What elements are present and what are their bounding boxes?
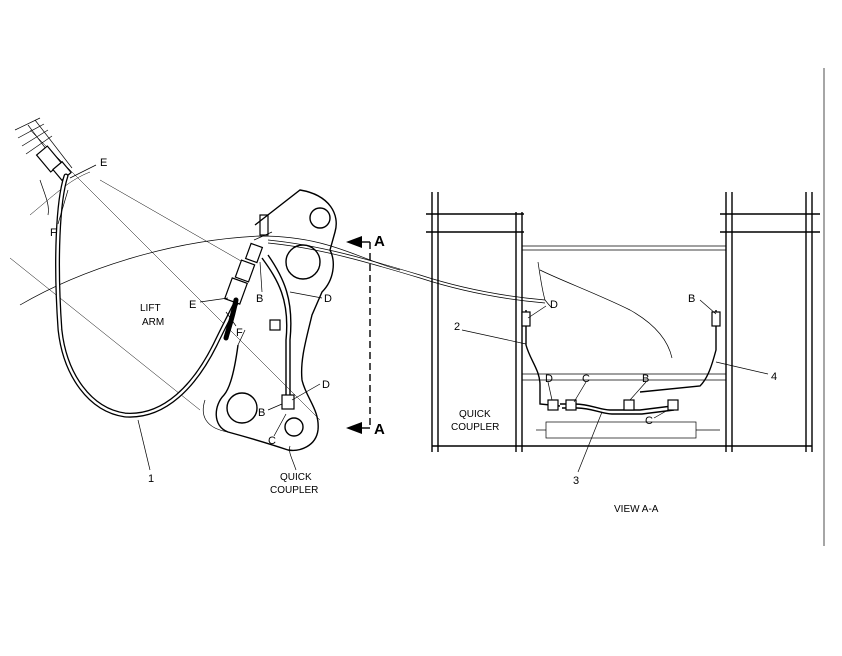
label-quick-coupler-right-line2: COUPLER [451,422,499,433]
leader-c-lower-view [653,409,669,419]
leader-b-upper [259,261,263,293]
fitting-d-left-top [521,311,531,327]
top-pivot-pin [309,207,331,229]
lower-pivot-pin [226,392,258,424]
label-b-lower: B [258,407,265,419]
leader-b-bottom [629,381,647,401]
label-callout-3: 3 [573,475,579,487]
upper-fitting-cluster [14,117,73,216]
label-c-lower: C [268,435,276,447]
reference-line-arm-edge [99,179,249,266]
leader-4 [715,361,769,375]
fitting-b-right [623,399,635,411]
label-view-b-right: B [688,293,695,305]
label-quick-coupler-right-line1: QUICK [459,409,491,420]
label-quick-coupler-left-line2: COUPLER [270,485,318,496]
arrow-a-bottom-icon [346,422,362,434]
label-callout-4: 4 [771,371,777,383]
view-a-a [426,192,820,473]
label-view-d-bottom: D [545,373,553,385]
center-bolt [269,319,281,331]
leader-1 [137,419,151,471]
hose-1 [55,173,247,418]
label-e-mid: E [189,299,196,311]
leader-c-lower [273,413,287,437]
label-f-top: F [50,227,57,239]
lower-fitting [281,394,295,410]
leader-f-top [57,189,69,225]
label-view-b-bottom: B [642,373,649,385]
leader-d-view [527,305,547,319]
label-d-lower: D [322,379,330,391]
label-f-mid: F [236,327,243,339]
hose-f-mid [223,297,239,341]
leader-f-mid [225,311,237,327]
lift-arm-assembly [9,117,401,471]
label-lift-arm-line1: LIFT [140,303,161,314]
mid-hose-fitting [223,277,249,305]
leader-c-bottom [573,381,587,403]
hose-4 [639,310,717,393]
label-view-d-left: D [550,299,558,311]
label-b-upper: B [256,293,263,305]
label-d-upper: D [324,293,332,305]
label-view-c-bottom: C [582,373,590,385]
reference-line-lower [9,257,201,411]
label-view-title: VIEW A-A [614,504,659,515]
hose-3 [560,403,673,411]
label-view-c-lower: C [645,415,653,427]
leader-3 [577,411,603,473]
hose-2 [525,310,561,407]
label-e-top: E [100,157,107,169]
labels: E F E F B D D B C LIFT ARM 1 QUICK COUPL… [50,157,777,515]
arrow-a-top-icon [346,236,362,248]
leader-b-view [699,299,717,315]
label-section-a-top: A [374,233,385,250]
section-line-a-a [346,236,371,434]
reference-line-diagonal [29,129,321,421]
leader-d-lower [291,383,321,401]
fitting-b-left [547,399,559,411]
lift-arm-outline [19,235,401,306]
mid-fitting-cluster [223,214,273,305]
leader-e-top [69,164,97,179]
leader-b-lower [267,403,283,411]
leader-2 [461,329,527,345]
coupler-cylinder [545,421,697,439]
coupler-pin [284,417,304,437]
coupler-bracket-outline [215,189,337,452]
hose-crossover [267,239,546,301]
leader-quick-coupler-left [289,445,297,471]
fitting-b-right-top [711,311,721,327]
label-lift-arm-line2: ARM [142,317,164,328]
label-quick-coupler-left-line1: QUICK [280,472,312,483]
tube-upper [261,257,288,395]
leader-d-upper [289,291,323,299]
label-section-a-bottom: A [374,421,385,438]
hose-curved-inner [539,269,673,359]
label-callout-1: 1 [148,473,154,485]
leader-e-mid [199,297,229,303]
leader-d-bottom [547,381,553,401]
label-callout-2: 2 [454,321,460,333]
